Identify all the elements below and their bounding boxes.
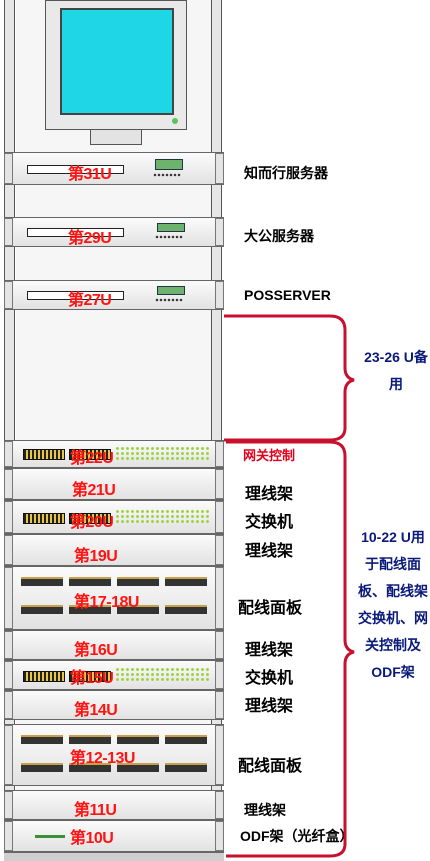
- cable-manager-11u: [4, 790, 224, 820]
- brace-reserve: [224, 314, 355, 442]
- device-name-switch-2: 交换机: [245, 670, 294, 687]
- cable-manager-19u: [4, 534, 224, 566]
- cable-manager-16u: [4, 630, 224, 660]
- drive-slot: [27, 291, 124, 300]
- cable-manager-21u: [4, 468, 224, 500]
- device-name-cable-3: 理线架: [245, 642, 294, 659]
- device-name-cable-2: 理线架: [245, 543, 294, 560]
- unit-label-22u: 第22U: [70, 450, 114, 467]
- unit-label-11u: 第11U: [74, 802, 117, 819]
- unit-label-14u: 第14U: [74, 702, 118, 719]
- rack-rail-right: [211, 0, 222, 860]
- device-name-cable-1: 理线架: [245, 486, 294, 503]
- unit-label-10u: 第10U: [70, 830, 114, 847]
- unit-label-19u: 第19U: [74, 548, 118, 565]
- device-name-dagong: 大公服务器: [244, 228, 314, 244]
- switch-unit-15u: [4, 660, 224, 690]
- note-reserve: 23-26 U备 用: [360, 344, 430, 398]
- lcd-panel: [157, 223, 185, 232]
- note-usage-line-4: 交换机、网: [358, 610, 428, 626]
- fiber-indicator: [35, 835, 65, 838]
- unit-label-29u: 第29U: [68, 230, 112, 247]
- device-name-posserver: POSSERVER: [244, 287, 331, 303]
- device-name-patch-2: 配线面板: [238, 758, 303, 775]
- note-usage-line-6: ODF架: [371, 664, 415, 680]
- server-unit-27u: [4, 280, 224, 310]
- rack-base: [4, 852, 224, 861]
- device-name-patch-1: 配线面板: [238, 600, 303, 617]
- device-name-zhierxing: 知而行服务器: [244, 165, 328, 181]
- monitor-screen: [60, 8, 174, 115]
- server-unit-29u: [4, 217, 224, 247]
- gateway-unit-22u: [4, 440, 224, 468]
- note-usage-line-5: 关控制及: [365, 637, 421, 653]
- drive-slot: [27, 165, 124, 174]
- unit-label-12-13u: 第12-13U: [70, 750, 135, 767]
- lcd-panel: [155, 159, 183, 170]
- monitor-power-button: [172, 118, 178, 124]
- patch-panel-17-18u: [4, 566, 224, 630]
- note-reserve-line-2: 用: [389, 376, 403, 392]
- note-usage-line-1: 10-22 U用: [361, 529, 425, 545]
- unit-label-31u: 第31U: [68, 166, 112, 183]
- drive-slot: [27, 228, 124, 237]
- unit-label-21u: 第21U: [72, 482, 116, 499]
- device-name-odf: ODF架（光纤盒）: [240, 828, 354, 844]
- odf-unit-10u: [4, 820, 224, 852]
- monitor: [40, 0, 190, 150]
- cable-manager-14u: [4, 690, 224, 720]
- device-name-cable-4: 理线架: [245, 698, 294, 715]
- unit-label-15u: 第15U: [70, 670, 114, 687]
- monitor-stand: [90, 129, 142, 145]
- unit-label-16u: 第16U: [74, 642, 118, 659]
- switch-unit-20u: [4, 500, 224, 534]
- rack-rail-left: [4, 0, 15, 860]
- note-usage-line-2: 于配线面: [365, 556, 421, 572]
- note-usage: 10-22 U用 于配线面 板、配线架 交换机、网 关控制及 ODF架: [356, 524, 430, 686]
- lcd-panel: [157, 286, 185, 295]
- note-reserve-line-1: 23-26 U备: [364, 349, 428, 365]
- device-name-cable-5: 理线架: [244, 802, 286, 818]
- device-name-switch-1: 交换机: [245, 514, 294, 531]
- unit-label-17-18u: 第17-18U: [74, 594, 139, 611]
- patch-panel-12-13u: [4, 724, 224, 786]
- device-name-gateway: 网关控制: [243, 448, 296, 463]
- unit-label-20u: 第20U: [70, 514, 114, 531]
- brace-usage: [226, 440, 355, 858]
- server-unit-31u: [4, 152, 224, 185]
- unit-label-27u: 第27U: [68, 292, 112, 309]
- note-usage-line-3: 板、配线架: [358, 583, 428, 599]
